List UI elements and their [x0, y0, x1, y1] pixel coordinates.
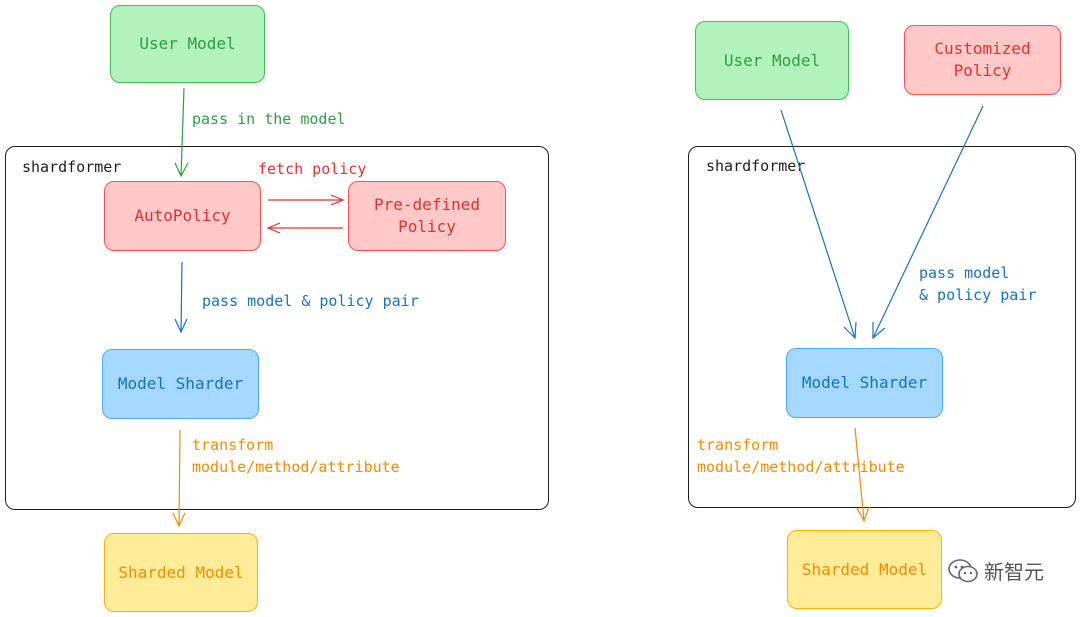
edge-label-pass-in-model: pass in the model	[192, 110, 346, 128]
arrow-fetch-policy	[268, 194, 345, 206]
left-model-sharder-node[interactable]: Model Sharder	[102, 349, 259, 419]
right-shardformer-container	[688, 146, 1076, 508]
right-edge-label-pass-pair: pass model & policy pair	[919, 264, 1037, 304]
right-container-label: shardformer	[706, 157, 806, 175]
watermark-text: 新智元	[984, 560, 1044, 584]
auto-policy-node[interactable]: AutoPolicy	[104, 181, 261, 251]
arrow-right-transform	[854, 427, 870, 523]
left-shardformer-container	[5, 146, 549, 510]
right-user-model-node[interactable]: User Model	[695, 21, 849, 100]
arrow-left-transform	[172, 429, 186, 528]
left-edge-label-transform: transform module/method/attribute	[192, 436, 400, 476]
edge-label-fetch-policy: fetch policy	[258, 160, 367, 178]
arrow-left-pass-pair	[174, 261, 188, 334]
left-container-label: shardformer	[22, 158, 122, 176]
arrow-right-policy-to-sharder	[872, 105, 984, 340]
right-edge-label-transform: transform module/method/attribute	[697, 436, 905, 476]
watermark: 新智元	[948, 556, 1044, 585]
left-user-model-node[interactable]: User Model	[110, 5, 265, 83]
right-sharded-model-node[interactable]: Sharded Model	[787, 530, 942, 609]
arrow-return-policy	[266, 222, 343, 234]
left-sharded-model-node[interactable]: Sharded Model	[104, 533, 258, 612]
wechat-icon	[948, 558, 978, 584]
right-model-sharder-node[interactable]: Model Sharder	[786, 348, 943, 418]
arrow-pass-in-model	[174, 87, 189, 178]
predefined-policy-node[interactable]: Pre-defined Policy	[348, 181, 506, 251]
customized-policy-node[interactable]: Customized Policy	[904, 25, 1061, 95]
arrow-right-user-to-sharder	[780, 109, 857, 340]
left-edge-label-pass-pair: pass model & policy pair	[202, 292, 419, 310]
